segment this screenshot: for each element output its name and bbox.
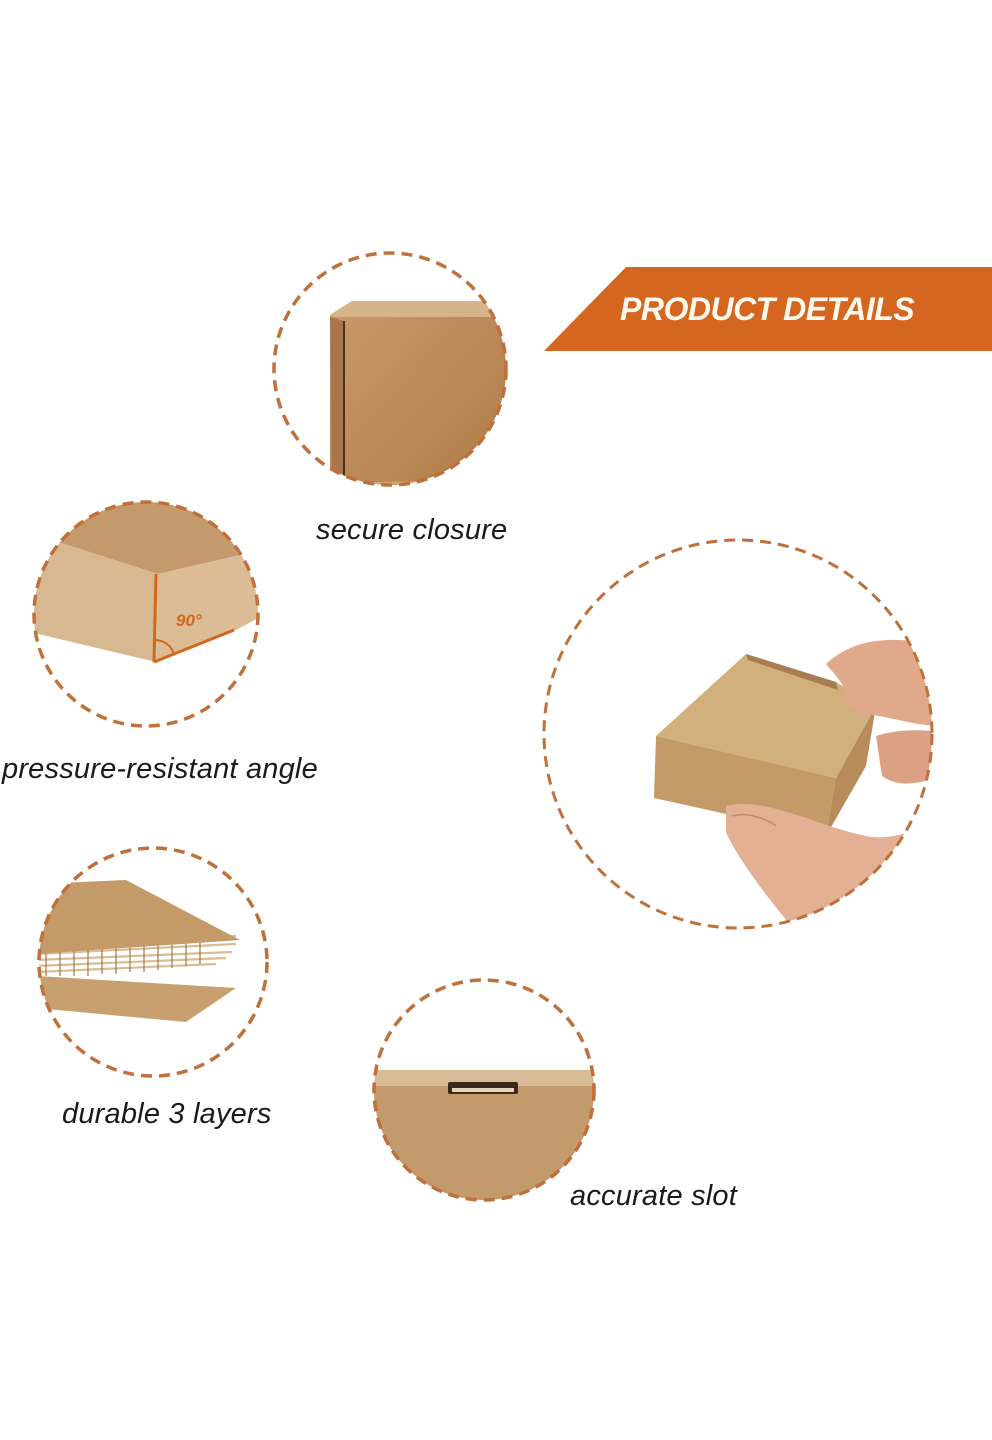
product-details-banner: PRODUCT DETAILS [544, 267, 992, 351]
accurate-slot-illustration [370, 968, 598, 1212]
pressure-resistant-angle-illustration: 90° [30, 492, 262, 736]
pressure-resistant-angle-caption: pressure-resistant angle [2, 753, 318, 785]
secure-closure-illustration [272, 243, 512, 495]
box-in-hands-illustration [536, 536, 940, 932]
durable-3-layers-illustration [36, 836, 272, 1088]
secure-closure-caption: secure closure [316, 514, 508, 546]
banner-title: PRODUCT DETAILS [620, 291, 915, 327]
durable-3-layers-caption: durable 3 layers [62, 1098, 272, 1130]
banner-shape [544, 267, 992, 351]
angle-label: 90° [176, 611, 202, 630]
accurate-slot-caption: accurate slot [570, 1180, 738, 1212]
